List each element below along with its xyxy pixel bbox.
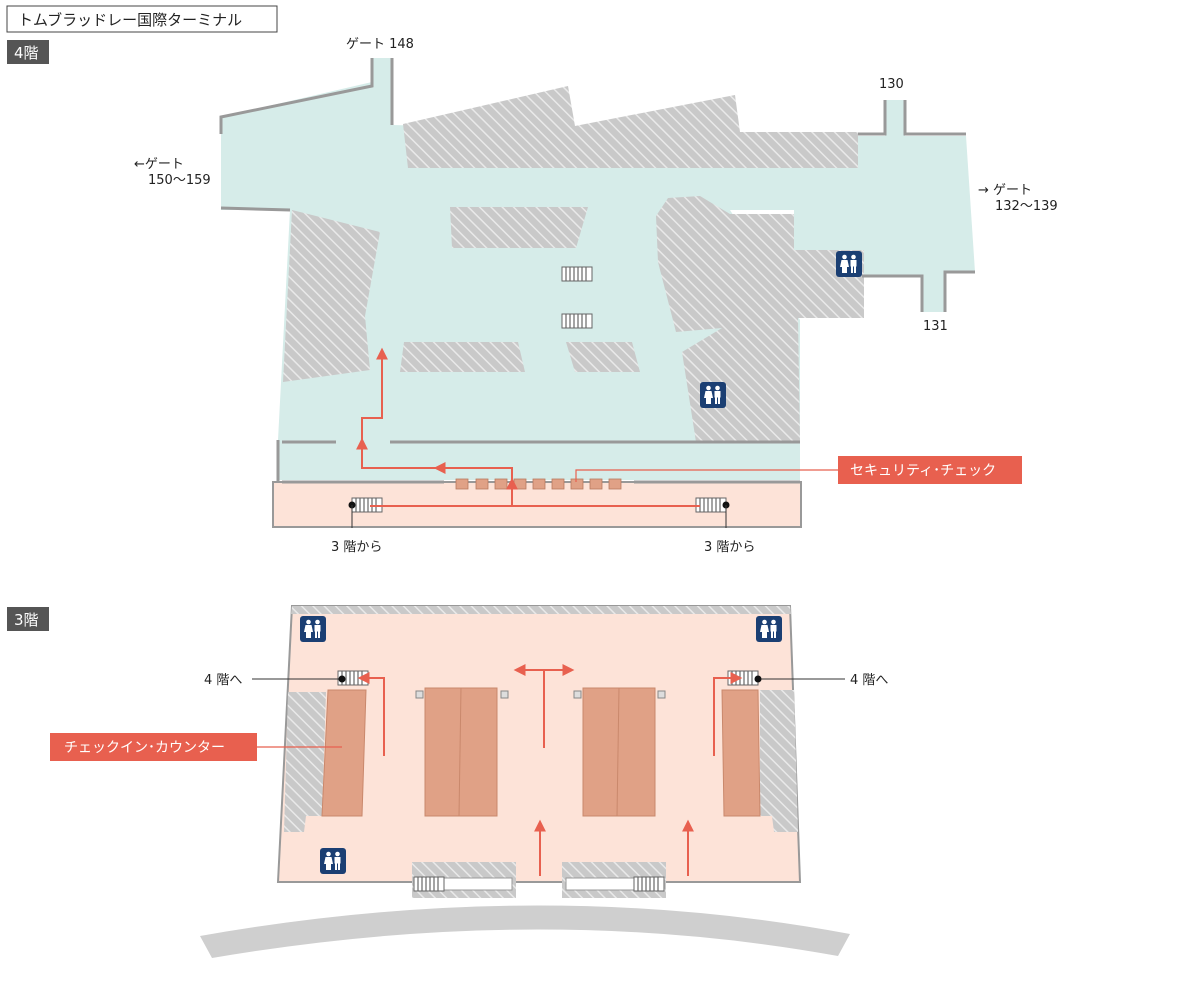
upper-building-west xyxy=(283,210,380,382)
lower-wall-north xyxy=(291,606,791,614)
escalator-dot-left-lower xyxy=(338,675,346,683)
upper-route xyxy=(356,347,700,507)
security-label: セキュリティ･チェック xyxy=(850,463,996,479)
upper-building-east xyxy=(656,196,864,442)
floor-tag-upper xyxy=(7,40,49,64)
route-arrow-icon xyxy=(357,672,385,756)
map-title: トムブラッドレー国際ターミナル xyxy=(18,11,242,29)
east-gates-label: → ゲート xyxy=(978,183,1032,198)
floor-label-upper: 4階 xyxy=(14,44,39,62)
west-gates-label: ←ゲート xyxy=(134,157,184,172)
lower-building-west xyxy=(284,692,326,832)
checkin-counters xyxy=(321,687,761,817)
upper-escalator-right xyxy=(695,497,727,513)
upper-island-1 xyxy=(450,207,588,248)
restroom-icon xyxy=(300,616,326,642)
restroom-icon xyxy=(320,848,346,874)
upper-walls xyxy=(219,58,975,484)
upper-island-3 xyxy=(566,342,640,372)
checkin-label: チェックイン･カウンター xyxy=(64,740,225,756)
restroom-icon xyxy=(756,616,782,642)
curbside-road xyxy=(200,905,850,958)
upper-island-2 xyxy=(400,342,525,372)
upper-building-north xyxy=(403,86,858,168)
checkin-callout xyxy=(50,733,257,761)
west-gates-range: 150〜159 xyxy=(148,173,211,188)
east-gates-range: 132〜139 xyxy=(995,199,1058,214)
gate-148-label: ゲート 148 xyxy=(346,37,414,52)
route-arrow-icon xyxy=(361,347,388,440)
upper-escalator-2 xyxy=(561,313,593,329)
title-box xyxy=(6,5,278,33)
security-lanes xyxy=(455,478,622,490)
lower-escalator-exit-east xyxy=(633,876,665,892)
lower-building-east xyxy=(760,690,798,832)
to-4f-right-label: 4 階へ xyxy=(850,673,888,688)
escalator-dot-right-lower xyxy=(754,675,762,683)
lower-floor: チェックイン･カウンター xyxy=(50,605,845,898)
upper-escalator-1 xyxy=(561,266,593,282)
from-3f-left-label: 3 階から xyxy=(331,540,382,555)
to-4f-left-label: 4 階へ xyxy=(204,673,242,688)
upper-floor: セキュリティ･チェック xyxy=(219,58,1022,528)
from-3f-right-label: 3 階から xyxy=(704,540,755,555)
lower-escalator-exit-west xyxy=(413,876,445,892)
security-callout xyxy=(838,456,1022,484)
gate-130-label: 130 xyxy=(879,77,904,92)
gate-131-label: 131 xyxy=(923,319,948,334)
floor-tag-lower xyxy=(7,607,49,631)
restroom-icon xyxy=(700,382,726,408)
lower-route xyxy=(357,664,743,876)
restroom-icon xyxy=(836,251,862,277)
route-arrow-icon xyxy=(713,672,743,756)
floor-label-lower: 3階 xyxy=(14,611,39,629)
